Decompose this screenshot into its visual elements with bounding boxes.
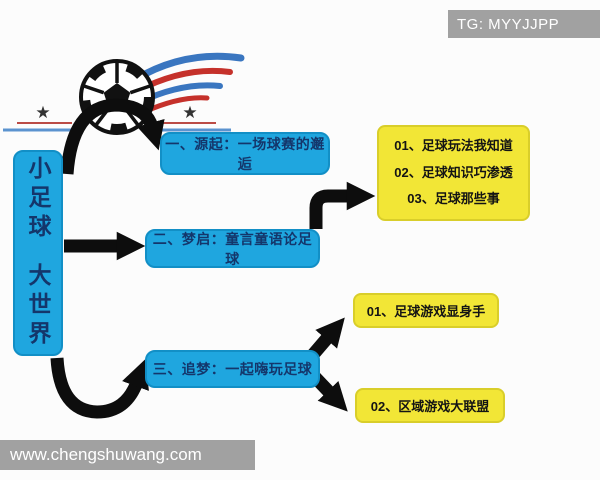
leaf-group-box: 01、足球玩法我知道 02、足球知识巧渗透 03、足球那些事 xyxy=(377,125,530,221)
tg-watermark: TG: MYYJJPP xyxy=(448,10,600,38)
arrow-root-to-branch1 xyxy=(60,98,165,175)
arrow-root-to-branch3 xyxy=(50,357,149,419)
branch-3-label: 三、追梦：一起嗨玩足球 xyxy=(152,361,313,377)
branch-1-label: 一、源起：一场球赛的邂逅 xyxy=(165,135,325,172)
root-label-top: 小足球 xyxy=(25,156,51,243)
arrow-branch2-to-leafgroup xyxy=(309,181,376,229)
svg-text:★: ★ xyxy=(182,103,197,122)
leaf-group-item-1: 01、足球玩法我知道 xyxy=(394,138,513,154)
leaf-group-item-3: 03、足球那些事 xyxy=(407,191,500,207)
root-node: 小足球 大世界 xyxy=(13,150,63,356)
leaf-1-label: 01、足球游戏显身手 xyxy=(366,304,486,319)
leaf-node-2: 02、区域游戏大联盟 xyxy=(355,388,505,423)
branch-node-3: 三、追梦：一起嗨玩足球 xyxy=(145,350,320,388)
site-watermark: www.chengshuwang.com xyxy=(0,440,255,470)
svg-text:★: ★ xyxy=(35,103,50,122)
star-right-icon: ★ xyxy=(156,103,231,132)
branch-node-1: 一、源起：一场球赛的邂逅 xyxy=(160,132,330,175)
leaf-node-1: 01、足球游戏显身手 xyxy=(353,293,499,328)
branch-node-2: 二、梦启：童言童语论足球 xyxy=(145,229,320,268)
leaf-group-item-2: 02、足球知识巧渗透 xyxy=(394,164,513,180)
leaf-2-label: 02、区域游戏大联盟 xyxy=(370,399,490,414)
soccer-ball-icon xyxy=(79,59,155,135)
star-left-icon: ★ xyxy=(3,103,80,132)
branch-2-label: 二、梦启：童言童语论足球 xyxy=(152,230,313,267)
root-label-bottom: 大世界 xyxy=(25,263,51,350)
